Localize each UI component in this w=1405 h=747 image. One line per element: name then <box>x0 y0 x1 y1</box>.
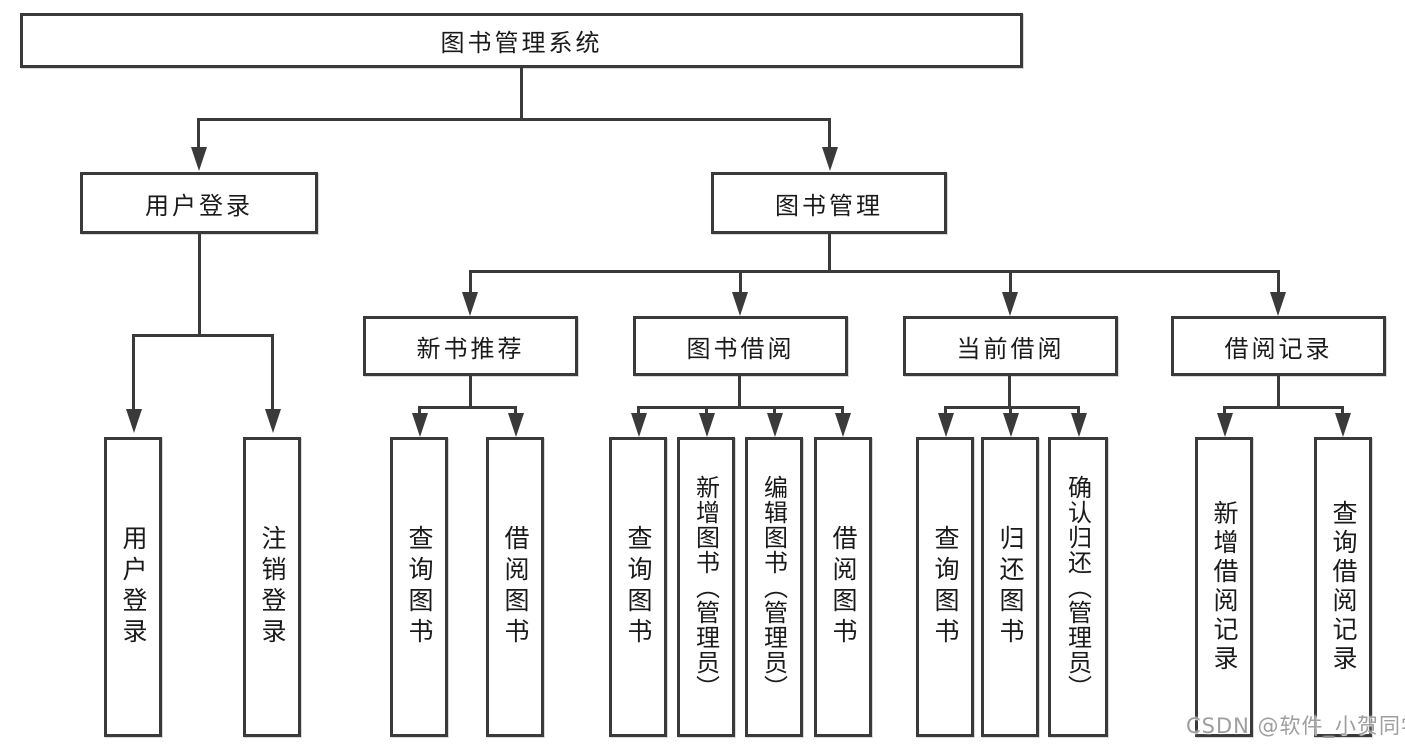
arrow-down-icon <box>1335 413 1351 437</box>
leaf-borrow-book-2: 借阅图书 <box>814 437 872 737</box>
arrow-down-icon <box>631 413 647 437</box>
arrow-down-icon <box>835 413 851 437</box>
leaf-query-book-1-label: 查询图书 <box>405 525 434 649</box>
arrow-down-icon <box>767 413 783 437</box>
leaf-borrow-book-1-label: 借阅图书 <box>501 525 530 649</box>
connector-line <box>1009 270 1012 294</box>
leaf-add-borrow-record: 新增借阅记录 <box>1195 437 1253 737</box>
connector-line <box>132 334 274 337</box>
arrow-down-icon <box>1071 413 1087 437</box>
connector-line <box>1077 406 1080 414</box>
connector-line <box>469 376 472 406</box>
arrow-down-icon <box>126 409 142 433</box>
node-user-login-branch: 用户登录 <box>80 172 318 234</box>
arrow-down-icon <box>822 147 838 171</box>
leaf-user-login: 用户登录 <box>104 437 162 737</box>
connector-line <box>738 376 741 406</box>
leaf-edit-book-admin-label: 编辑图书（管理员） <box>759 474 788 700</box>
leaf-add-borrow-record-label: 新增借阅记录 <box>1210 500 1239 674</box>
leaf-return-book: 归还图书 <box>981 437 1039 737</box>
connector-line <box>418 406 517 409</box>
node-current-borrow: 当前借阅 <box>903 316 1118 376</box>
leaf-return-book-label: 归还图书 <box>996 525 1025 649</box>
connector-line <box>418 406 421 414</box>
connector-line <box>739 270 742 294</box>
node-book-management-branch-label: 图书管理 <box>775 191 883 220</box>
leaf-borrow-book-2-label: 借阅图书 <box>829 525 858 649</box>
arrow-down-icon <box>191 147 207 171</box>
node-book-borrow-label: 图书借阅 <box>686 334 795 363</box>
leaf-logout-label: 注销登录 <box>258 525 287 649</box>
connector-line <box>773 406 776 414</box>
csdn-watermark: CSDN @软件_小贺同学 <box>1186 714 1405 738</box>
connector-line <box>1223 406 1226 414</box>
connector-line <box>469 270 472 294</box>
leaf-query-book-3-label: 查询图书 <box>931 525 960 649</box>
connector-line <box>1277 376 1280 406</box>
connector-line <box>828 118 831 150</box>
leaf-query-book-3: 查询图书 <box>916 437 974 737</box>
arrow-down-icon <box>412 413 428 437</box>
leaf-borrow-book-1: 借阅图书 <box>486 437 544 737</box>
arrow-down-icon <box>732 292 748 316</box>
connector-line <box>1009 406 1012 414</box>
leaf-query-book-2: 查询图书 <box>609 437 667 737</box>
leaf-add-book-admin-label: 新增图书（管理员） <box>691 474 720 700</box>
node-new-book-recommend-label: 新书推荐 <box>416 334 525 363</box>
leaf-query-book-1: 查询图书 <box>390 437 448 737</box>
connector-line <box>1008 376 1011 406</box>
leaf-confirm-return-admin: 确认归还（管理员） <box>1048 437 1108 737</box>
connector-line <box>637 406 844 409</box>
leaf-user-login-label: 用户登录 <box>119 525 148 649</box>
leaf-edit-book-admin: 编辑图书（管理员） <box>745 437 803 737</box>
connector-line <box>1277 270 1280 294</box>
node-user-login-branch-label: 用户登录 <box>145 191 253 220</box>
leaf-confirm-return-admin-label: 确认归还（管理员） <box>1063 474 1092 700</box>
node-book-borrow: 图书借阅 <box>633 316 848 376</box>
node-book-management-branch: 图书管理 <box>711 172 947 234</box>
connector-line <box>520 68 523 118</box>
node-root-label: 图书管理系统 <box>440 29 603 57</box>
connector-line <box>132 334 135 410</box>
arrow-down-icon <box>1003 413 1019 437</box>
leaf-query-borrow-record: 查询借阅记录 <box>1314 437 1372 737</box>
connector-line <box>828 234 831 270</box>
connector-line <box>841 406 844 414</box>
arrow-down-icon <box>1270 292 1286 316</box>
leaf-query-book-2-label: 查询图书 <box>624 525 653 649</box>
node-new-book-recommend: 新书推荐 <box>363 316 578 376</box>
node-borrow-record: 借阅记录 <box>1171 316 1386 376</box>
node-root-library-system: 图书管理系统 <box>20 13 1023 68</box>
connector-line <box>198 118 830 121</box>
connector-line <box>198 234 201 334</box>
arrow-down-icon <box>462 292 478 316</box>
leaf-logout: 注销登录 <box>243 437 301 737</box>
arrow-down-icon <box>699 413 715 437</box>
connector-line <box>469 270 1280 273</box>
connector-line <box>637 406 640 414</box>
node-current-borrow-label: 当前借阅 <box>956 334 1065 363</box>
connector-line <box>1223 406 1344 409</box>
leaf-query-borrow-record-label: 查询借阅记录 <box>1329 500 1358 674</box>
arrow-down-icon <box>1002 292 1018 316</box>
arrow-down-icon <box>1217 413 1233 437</box>
arrow-down-icon <box>938 413 954 437</box>
connector-line <box>1341 406 1344 414</box>
node-borrow-record-label: 借阅记录 <box>1224 334 1333 363</box>
connector-line <box>944 406 1080 409</box>
arrow-down-icon <box>508 413 524 437</box>
connector-line <box>705 406 708 414</box>
arrow-down-icon <box>265 409 281 433</box>
connector-line <box>514 406 517 414</box>
leaf-add-book-admin: 新增图书（管理员） <box>677 437 735 737</box>
connector-line <box>271 334 274 410</box>
connector-line <box>944 406 947 414</box>
connector-line <box>197 118 200 150</box>
